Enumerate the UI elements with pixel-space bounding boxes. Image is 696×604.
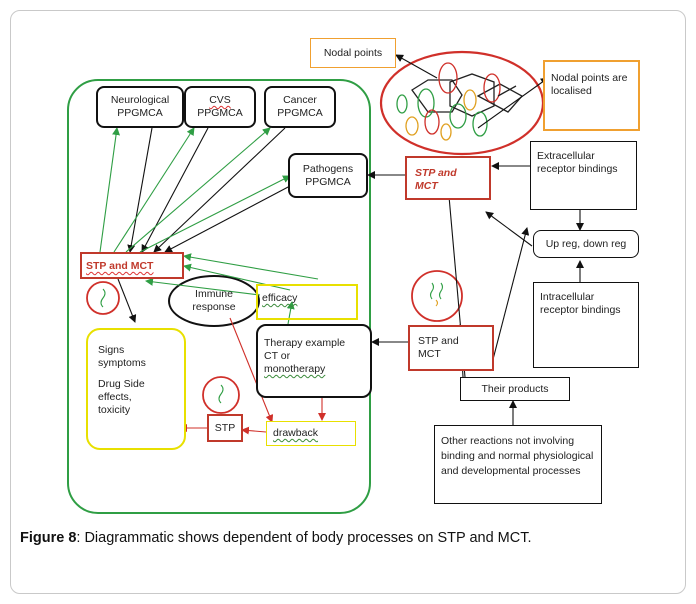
figure-caption-text: : Diagrammatic shows dependent of body p…	[76, 530, 532, 546]
products-box: Their products	[460, 377, 570, 401]
signs-box: Signs symptoms Drug Side effects, toxici…	[86, 328, 186, 450]
cvs-ppgmca: PPGMCA	[197, 107, 243, 119]
nodal-points-box: Nodal points	[310, 38, 396, 68]
therapy-line1: Therapy example	[264, 337, 346, 349]
nodal-cluster	[396, 62, 524, 141]
small-circle-stp	[202, 376, 240, 414]
cvs-box: CVS PPGMCA	[184, 86, 256, 128]
stp-mct-top-box: STP and MCT	[405, 156, 491, 200]
drug-line2: effects,	[98, 391, 132, 403]
extracellular-label: Extracellular receptor bindings	[537, 150, 618, 175]
intracellular-label: Intracellular receptor bindings	[540, 291, 621, 316]
efficacy-label: efficacy	[262, 292, 298, 304]
pathogens-box: Pathogens PPGMCA	[288, 153, 368, 198]
therapy-line3: monotherapy	[264, 363, 326, 375]
small-circle-right	[411, 270, 463, 322]
therapy-box: Therapy example CT or monotherapy	[256, 324, 372, 398]
drug-line1: Drug Side	[98, 378, 145, 390]
stp-mct-right-line1: STP and	[418, 335, 459, 347]
cancer-box: Cancer PPGMCA	[264, 86, 336, 128]
intracellular-box: Intracellular receptor bindings	[533, 282, 639, 368]
body-container	[67, 79, 371, 514]
signs-line1: Signs	[98, 344, 125, 356]
signs-line2: symptoms	[98, 357, 146, 369]
stp-mct-left-box: STP and MCT	[80, 252, 184, 279]
pathogens-label: Pathogens	[302, 162, 354, 175]
stp-box: STP	[207, 414, 243, 442]
neurological-box: Neurological PPGMCA	[96, 86, 184, 128]
cancer-label: Cancer	[283, 94, 317, 106]
neurological-label: Neurological	[110, 94, 170, 106]
drawback-box: drawback	[266, 421, 356, 446]
nodal-localised-label: Nodal points are localised	[551, 72, 628, 97]
immune-text: Immune response	[176, 288, 252, 316]
figure-label: Figure 8	[20, 530, 77, 546]
products-label: Their products	[481, 382, 549, 395]
stp-mct-left-label: STP and MCT	[86, 260, 154, 272]
cancer-ppgmca: PPGMCA	[277, 107, 323, 119]
immune-ellipse	[168, 275, 260, 327]
nodal-points-label: Nodal points	[323, 46, 383, 59]
pathogens-ppgmca: PPGMCA	[305, 175, 351, 188]
upreg-box: Up reg, down reg	[533, 230, 639, 258]
immune-label: Immune response	[192, 288, 236, 313]
drawback-label: drawback	[273, 427, 318, 439]
stp-mct-top-label: STP and MCT	[415, 167, 457, 192]
nodal-localised-box: Nodal points are localised	[543, 60, 640, 131]
efficacy-box: efficacy	[256, 284, 358, 320]
neurological-ppgmca: PPGMCA	[117, 107, 163, 119]
extracellular-box: Extracellular receptor bindings	[530, 141, 637, 210]
stp-label: STP	[214, 421, 236, 434]
nodal-ellipse	[379, 50, 545, 156]
drug-line3: toxicity	[98, 404, 131, 416]
other-reactions-label: Other reactions not involving binding an…	[441, 435, 594, 477]
therapy-line2: CT or	[264, 350, 291, 362]
other-reactions-box: Other reactions not involving binding an…	[434, 425, 602, 504]
stp-mct-right-box: STP and MCT	[408, 325, 494, 371]
stp-mct-right-line2: MCT	[418, 348, 441, 360]
small-circle-left	[86, 281, 120, 315]
figure-caption: Figure 8: Diagrammatic shows dependent o…	[20, 528, 676, 548]
cvs-label: CVS	[209, 94, 231, 106]
upreg-label: Up reg, down reg	[545, 237, 627, 250]
